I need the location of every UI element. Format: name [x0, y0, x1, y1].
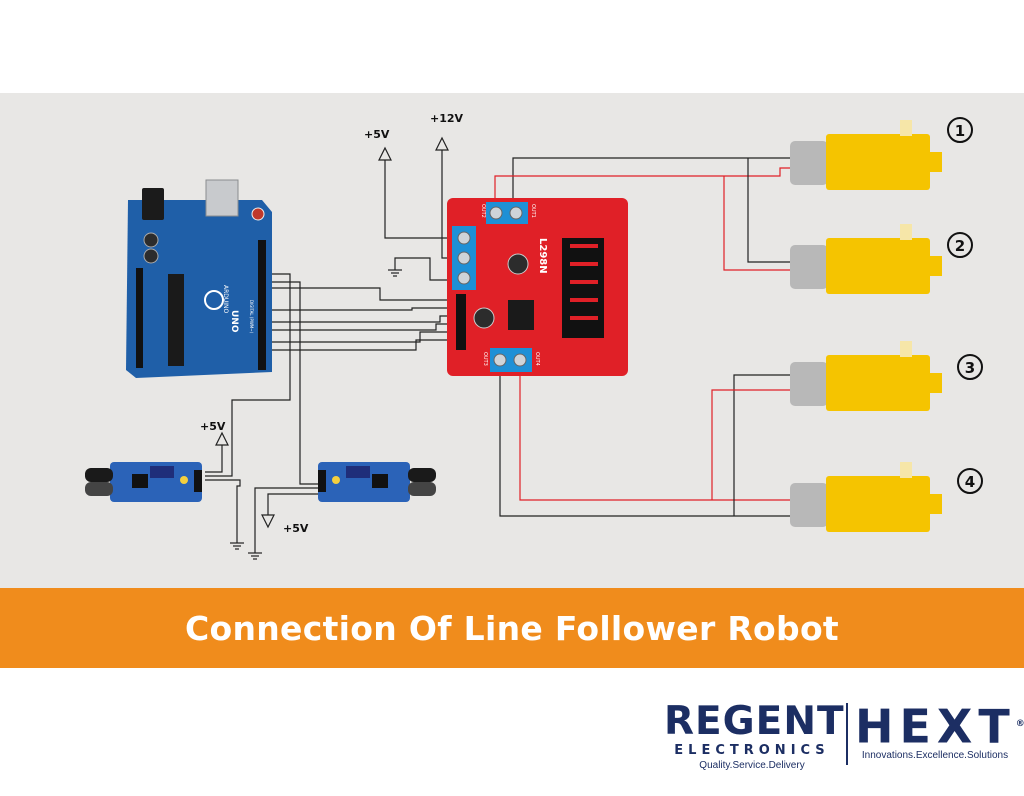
- supply-symbols: [215, 136, 449, 560]
- driver-input-header: [456, 294, 466, 350]
- motor-number-1: 1: [955, 122, 965, 140]
- l298n-driver: L298N OUT2 OUT1 OUT3 OUT4: [447, 198, 628, 376]
- wire-out-red-2: [723, 176, 795, 271]
- hext-tagline: Innovations.Excellence.Solutions: [861, 750, 1009, 762]
- driver-regulator: [508, 300, 534, 330]
- wire-left-sensor-5v: [205, 445, 223, 473]
- wire-right-sensor-5v: [267, 493, 318, 515]
- arduino-uno-board: ARDUINO UNO DIGITAL (PWM~): [126, 179, 272, 378]
- driver-out4-label: OUT4: [534, 352, 540, 366]
- wire-arduino-to-left-sensor: [205, 273, 291, 477]
- regent-tagline: Quality.Service.Delivery: [699, 760, 805, 771]
- driver-terminal-out3-out4: [490, 348, 532, 372]
- wire-right-sensor-gnd: [254, 487, 318, 553]
- wires: [205, 150, 795, 553]
- arduino-chip: [168, 274, 184, 366]
- wire-out-black-3: [499, 368, 795, 517]
- driver-chip-label: L298N: [537, 238, 548, 274]
- arrow-5v-right-sensor-icon: [261, 514, 275, 529]
- wire-out-red-1: [494, 167, 795, 206]
- arduino-usb-port: [205, 179, 239, 217]
- arrow-5v-top-icon: [378, 146, 392, 161]
- arduino-capacitor-2: [143, 248, 159, 264]
- logo-divider: [846, 703, 848, 765]
- label-5v-left-sensor: +5V: [200, 420, 226, 433]
- wire-arduino-d5: [263, 331, 462, 343]
- driver-heatsink: [562, 238, 604, 338]
- arduino-reset-button: [251, 207, 265, 221]
- hext-name-row: HEXT®: [855, 699, 1024, 754]
- hext-logo: HEXT® Innovations.Excellence.Solutions: [855, 699, 1024, 762]
- regent-logo: REGENT ELECTRONICS Quality.Service.Deliv…: [664, 699, 845, 771]
- wire-out-red-3: [519, 368, 795, 501]
- hext-registered-mark: ®: [1015, 719, 1024, 729]
- motor-3: [790, 341, 942, 411]
- supply-labels: +5V +12V +5V +5V: [200, 112, 464, 535]
- regent-name: REGENT: [664, 699, 845, 744]
- label-5v-top: +5V: [364, 128, 390, 141]
- regent-subtitle: ELECTRONICS: [674, 743, 830, 758]
- arrow-12v-icon: [435, 136, 449, 151]
- page-title: Connection Of Line Follower Robot: [184, 608, 839, 648]
- hext-name: HEXT: [855, 699, 1016, 754]
- driver-terminal-out1-out2: [486, 202, 528, 224]
- label-12v: +12V: [430, 112, 464, 125]
- title-banner: Connection Of Line Follower Robot: [0, 588, 1024, 668]
- ground-left-sensor-icon: [230, 542, 244, 550]
- wire-arduino-d4: [263, 339, 462, 351]
- motor-number-markers: 1 2 3 4: [947, 117, 983, 494]
- driver-terminal-power: [452, 226, 476, 290]
- motor-number-3: 3: [965, 359, 975, 377]
- arduino-digital-header: [258, 240, 266, 370]
- wire-arduino-d8: [263, 307, 462, 311]
- motor-number-2: 2: [955, 237, 965, 255]
- wire-arduino-d9: [263, 287, 462, 301]
- motor-4: [790, 462, 942, 532]
- motor-1: [790, 120, 942, 190]
- driver-out2-label: OUT2: [480, 204, 486, 218]
- ground-right-sensor-icon: [248, 552, 262, 560]
- label-5v-right-sensor: +5V: [283, 522, 309, 535]
- arrow-5v-left-sensor-icon: [215, 431, 229, 446]
- driver-heatsink-fins: [570, 244, 598, 320]
- wire-out-black-1: [512, 157, 795, 206]
- wire-arduino-to-right-sensor: [263, 281, 318, 485]
- ir-sensor-left: [85, 462, 202, 502]
- driver-out1-label: OUT1: [530, 204, 536, 218]
- wire-out-red-4: [711, 389, 795, 500]
- driver-capacitor-2: [473, 307, 495, 329]
- arduino-digital-label: DIGITAL (PWM~): [249, 300, 254, 334]
- wire-gnd-to-driver: [394, 257, 470, 281]
- arduino-model-label: UNO: [229, 310, 239, 333]
- driver-out3-label: OUT3: [482, 352, 488, 366]
- motor-2: [790, 224, 942, 294]
- driver-capacitor-1: [507, 253, 529, 275]
- ground-driver-icon: [388, 269, 402, 277]
- arduino-brand-label: ARDUINO: [222, 285, 229, 314]
- wire-out-black-2: [747, 158, 795, 263]
- arduino-dc-jack: [142, 188, 164, 220]
- ir-sensor-right: [318, 462, 436, 502]
- arduino-power-header: [136, 268, 143, 368]
- wire-out-black-4: [733, 374, 795, 516]
- wire-left-sensor-gnd: [205, 479, 241, 543]
- arduino-capacitor-1: [143, 232, 159, 248]
- arduino-logo-icon: [204, 290, 224, 310]
- motor-number-4: 4: [965, 473, 975, 491]
